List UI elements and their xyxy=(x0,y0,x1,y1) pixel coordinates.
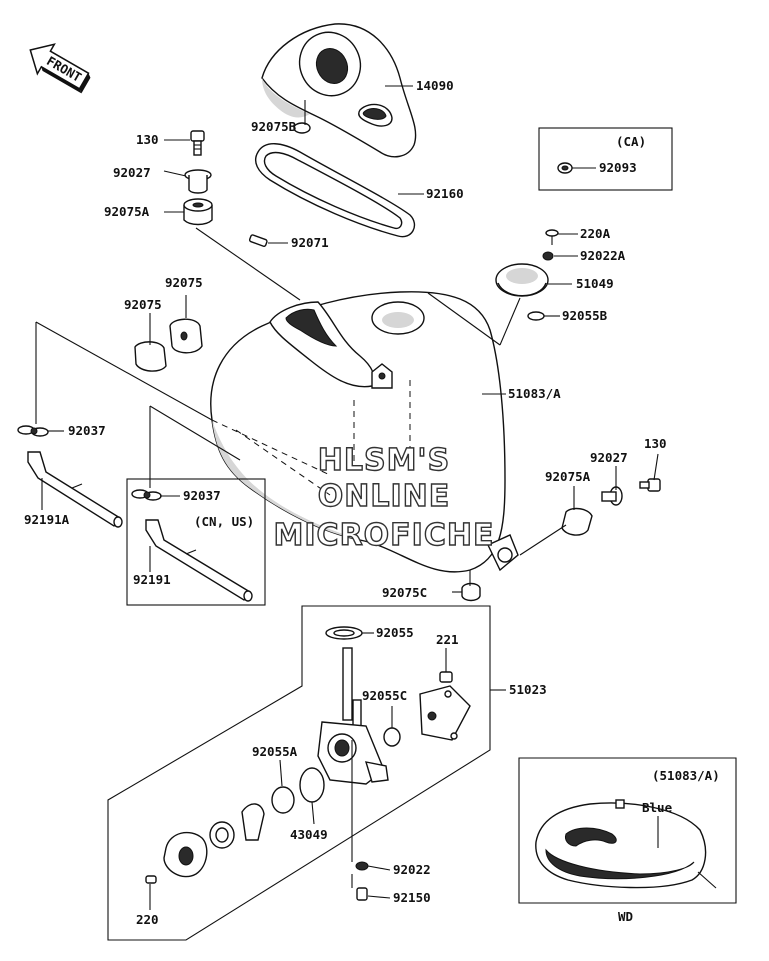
label-92075A-top: 92075A xyxy=(104,204,150,219)
variant-tank-image xyxy=(535,799,717,889)
label-variant-color: Blue xyxy=(642,800,673,815)
label-92075C: 92075C xyxy=(382,585,427,600)
label-92075-lower: 92075 xyxy=(124,297,162,312)
dash-cover-part xyxy=(261,23,417,158)
hose-92191 xyxy=(145,519,253,602)
label-92037-lower: 92037 xyxy=(183,488,221,503)
label-14090: 14090 xyxy=(416,78,454,93)
damper-92075-upper xyxy=(169,318,203,354)
label-cn-us: (CN, US) xyxy=(194,514,254,529)
bolt-130-right xyxy=(639,478,661,492)
label-92075B: 92075B xyxy=(251,119,297,134)
label-43049: 43049 xyxy=(290,827,328,842)
label-130-right: 130 xyxy=(644,436,667,451)
watermark-line-1: HLSM'S xyxy=(318,443,450,478)
collar-92027-top xyxy=(184,169,212,194)
hose-92191A xyxy=(27,451,123,528)
label-92075A-right: 92075A xyxy=(545,469,591,484)
gasket-part xyxy=(254,143,416,238)
label-92055: 92055 xyxy=(376,625,414,640)
label-92093: 92093 xyxy=(599,160,637,175)
clip-92037-upper xyxy=(17,425,49,437)
label-51049: 51049 xyxy=(576,276,614,291)
label-92027-right: 92027 xyxy=(590,450,628,465)
label-220A: 220A xyxy=(580,226,611,241)
clip-92037-lower xyxy=(131,489,162,501)
oring-92055B xyxy=(527,311,545,321)
screw-220A xyxy=(545,229,559,245)
label-ca: (CA) xyxy=(616,134,646,149)
label-92071: 92071 xyxy=(291,235,329,250)
label-92027-top: 92027 xyxy=(113,165,151,180)
washer-92075B xyxy=(293,122,311,134)
washer-92022A xyxy=(542,251,554,261)
label-92191: 92191 xyxy=(133,572,171,587)
label-92160: 92160 xyxy=(426,186,464,201)
damper-92075A-right xyxy=(561,507,593,536)
label-92037-upper: 92037 xyxy=(68,423,106,438)
label-92075-upper: 92075 xyxy=(165,275,203,290)
cn-us-box xyxy=(126,478,266,606)
watermark-line-2: ONLINE xyxy=(318,479,451,514)
variant-box xyxy=(518,757,737,904)
damper-92075A-top xyxy=(183,198,213,226)
fuel-tank-part xyxy=(210,291,519,590)
leader-lines xyxy=(35,85,659,910)
label-92022A: 92022A xyxy=(580,248,626,263)
nut-92093 xyxy=(557,162,573,174)
label-variant-code: WD xyxy=(618,909,633,924)
label-92191A: 92191A xyxy=(24,512,70,527)
collar-92027-right xyxy=(601,486,623,506)
label-variant: (51083/A) xyxy=(652,768,720,783)
label-51083A: 51083/A xyxy=(508,386,561,401)
fuel-cock-assembly xyxy=(145,626,471,901)
bolt-130-top xyxy=(190,130,205,156)
watermark: HLSM'S ONLINE MICROFICHE xyxy=(273,442,495,553)
label-130-top: 130 xyxy=(136,132,159,147)
label-92150: 92150 xyxy=(393,890,431,905)
part-labels: 14090 92075B 130 92027 92075A 92160 9207… xyxy=(24,78,720,927)
label-92055A: 92055A xyxy=(252,744,298,759)
damper-92075C xyxy=(461,582,481,602)
label-92055B: 92055B xyxy=(562,308,608,323)
label-92022: 92022 xyxy=(393,862,431,877)
label-51023: 51023 xyxy=(509,682,547,697)
watermark-line-3: MICROFICHE xyxy=(274,518,495,553)
fuel-cap-51049 xyxy=(495,263,549,297)
label-221: 221 xyxy=(436,632,459,647)
label-220: 220 xyxy=(136,912,159,927)
damper-92075-lower xyxy=(134,341,167,372)
fuel-cock-outline xyxy=(107,605,491,941)
front-arrow-icon: FRONT xyxy=(29,43,91,94)
ca-box xyxy=(538,127,673,191)
pin-92071 xyxy=(248,234,268,247)
label-92055C: 92055C xyxy=(362,688,407,703)
